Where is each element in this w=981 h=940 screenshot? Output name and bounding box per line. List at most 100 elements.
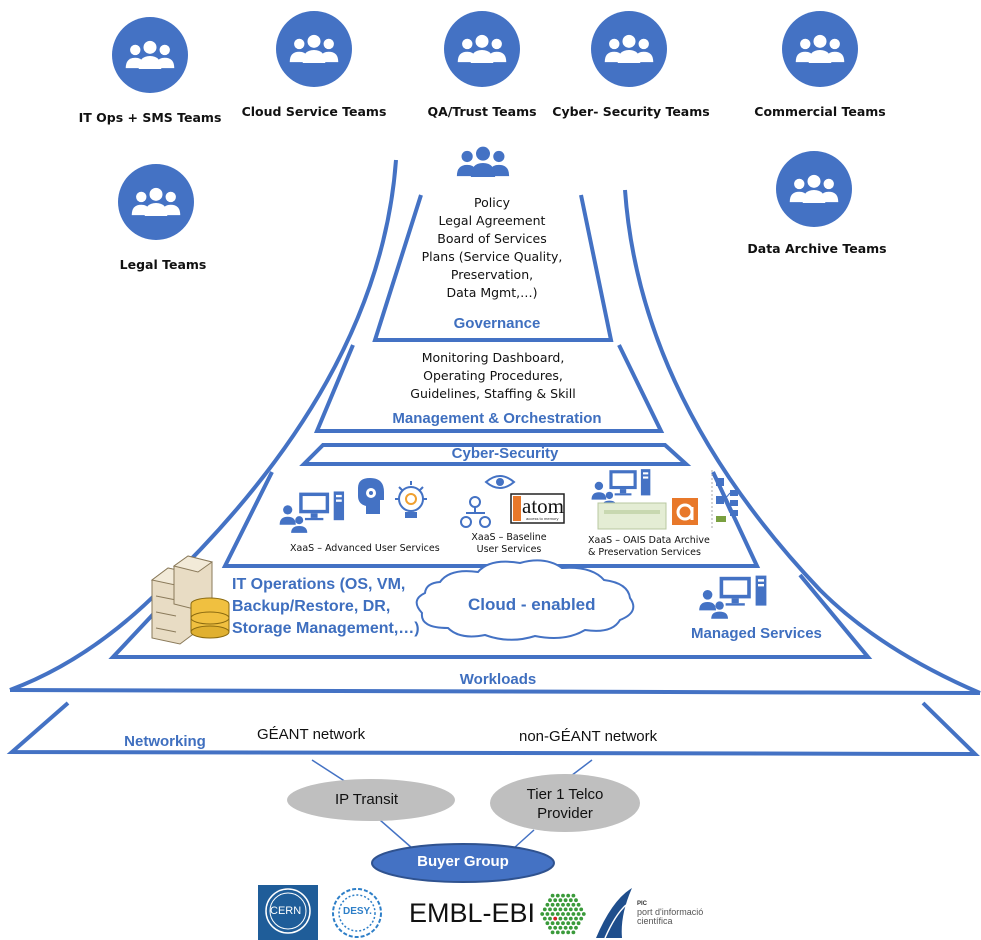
embl-ebi-dot [574,907,578,912]
cyber-security-frame [299,443,692,466]
embl-ebi-dot [561,893,565,898]
embl-ebi-dot [561,902,565,907]
embl-ebi-dot [550,902,555,907]
pic-logo-subtitle: port d'informació científica [637,908,703,926]
embl-ebi-dot [576,921,581,926]
tier1-line-1: Tier 1 Telco [526,786,604,803]
it-operations-line: IT Operations (OS, VM, [232,576,406,593]
pic-logo-line-2: científica [637,916,673,926]
embl-ebi-dot [553,925,558,930]
embl-ebi-dot [540,912,545,916]
atom-logo-text: atom [522,494,564,518]
embl-ebi-dot [568,925,573,930]
embl-ebi-dot [571,930,576,935]
management-text: Monitoring Dashboard, Operating Procedur… [410,349,575,403]
embl-ebi-dot [563,907,568,912]
embl-ebi-dots-logo [540,893,586,935]
team-icon-qa-trust [444,11,520,87]
oais-services-label: XaaS – OAIS Data Archive & Preservation … [588,535,710,559]
embl-ebi-dot [574,916,578,921]
embl-ebi-dot [542,916,547,921]
governance-line: Policy [474,195,510,210]
tier1-to-buyer-line [513,829,535,849]
networking-frame [6,701,980,757]
governance-label: Governance [453,315,541,332]
embl-ebi-dot [561,930,565,935]
embl-ebi-dot [558,925,563,930]
embl-ebi-dot [563,916,568,921]
geant-to-transit-line [311,759,347,783]
it-operations-line: Backup/Restore, DR, [232,598,391,615]
team-label-legal: Legal Teams [119,257,207,272]
team-icon-cloud-service [276,11,352,87]
baseline-line-2: User Services [476,544,542,555]
tier1-label: Tier 1 Telco Provider [527,785,604,823]
cloud-shape [415,559,635,641]
non-geant-network-label: non-GÉANT network [519,728,658,745]
tier1-oval [490,774,640,832]
team-label-cyber-security: Cyber- Security Teams [552,104,710,119]
embl-ebi-dot [555,930,560,935]
embl-ebi-dot [579,916,584,921]
embl-ebi-dot [548,907,552,912]
embl-ebi-dot [548,916,552,921]
governance-line: Plans (Service Quality, [421,249,563,264]
embl-ebi-dot [574,898,578,903]
team-icon-commercial [782,11,858,87]
eye-icon [484,475,516,489]
team-label-data-archive: Data Archive Teams [747,241,887,256]
embl-ebi-dot [568,907,573,912]
team-icon-it-ops [112,17,188,93]
managed-services-label: Managed Services [691,625,822,642]
embl-ebi-dot [568,916,573,921]
pic-logo-title: PIC [637,901,648,907]
team-icon-cyber-security [591,11,667,87]
embl-ebi-dot [566,893,571,898]
governance-text: Policy Legal Agreement Board of Services… [422,194,563,302]
pyramid-right-curve [623,189,981,695]
management-label: Management & Orchestration [392,410,602,427]
embl-ebi-dot [550,912,555,916]
management-line: Operating Procedures, [423,368,563,383]
embl-ebi-logo-text: EMBL-EBI [409,898,536,928]
embl-ebi-dot [574,925,578,930]
oais-screenshot-panel [597,502,667,530]
pic-logo [596,888,632,939]
oais-screenshot-bar [604,510,660,514]
ip-transit-label: IP Transit [335,791,399,808]
management-line: Monitoring Dashboard, [421,350,565,365]
it-operations-line: Storage Management,…) [232,620,420,637]
oais-line-2: & Preservation Services [588,547,701,558]
computer-users-icon [279,491,345,533]
tier1-line-2: Provider [537,805,593,822]
embl-ebi-dot [558,898,563,903]
atom-logo-tagline: access to memory [526,516,559,521]
management-line: Guidelines, Staffing & Skill [410,386,576,401]
cloud-enabled-label: Cloud - enabled [468,595,596,614]
baseline-line-1: XaaS – Baseline [471,532,547,543]
embl-ebi-dot [553,898,558,903]
embl-ebi-dot [566,902,571,907]
team-label-it-ops: IT Ops + SMS Teams [78,110,222,125]
archivematica-logo [672,498,698,525]
networking-label: Networking [124,733,206,750]
embl-ebi-dot [566,912,571,916]
cern-logo [258,885,318,940]
desy-logo-text: DESY. [343,906,372,917]
embl-ebi-dot [571,921,576,926]
geant-network-label: GÉANT network [257,726,366,743]
embl-ebi-dot [550,893,555,898]
server-stack-icon [150,555,230,645]
embl-ebi-dot [555,912,560,916]
governance-line: Data Mgmt,…) [446,285,538,300]
embl-ebi-dot [545,912,550,916]
management-frame [313,344,665,433]
oais-computer-icon [591,469,651,507]
embl-ebi-dot [545,902,550,907]
embl-ebi-dot [550,921,555,926]
oais-line-1: XaaS – OAIS Data Archive [588,535,710,546]
embl-ebi-dot [548,925,552,930]
cern-logo-text: CERN [270,905,302,917]
team-icon-data-archive [776,151,852,227]
